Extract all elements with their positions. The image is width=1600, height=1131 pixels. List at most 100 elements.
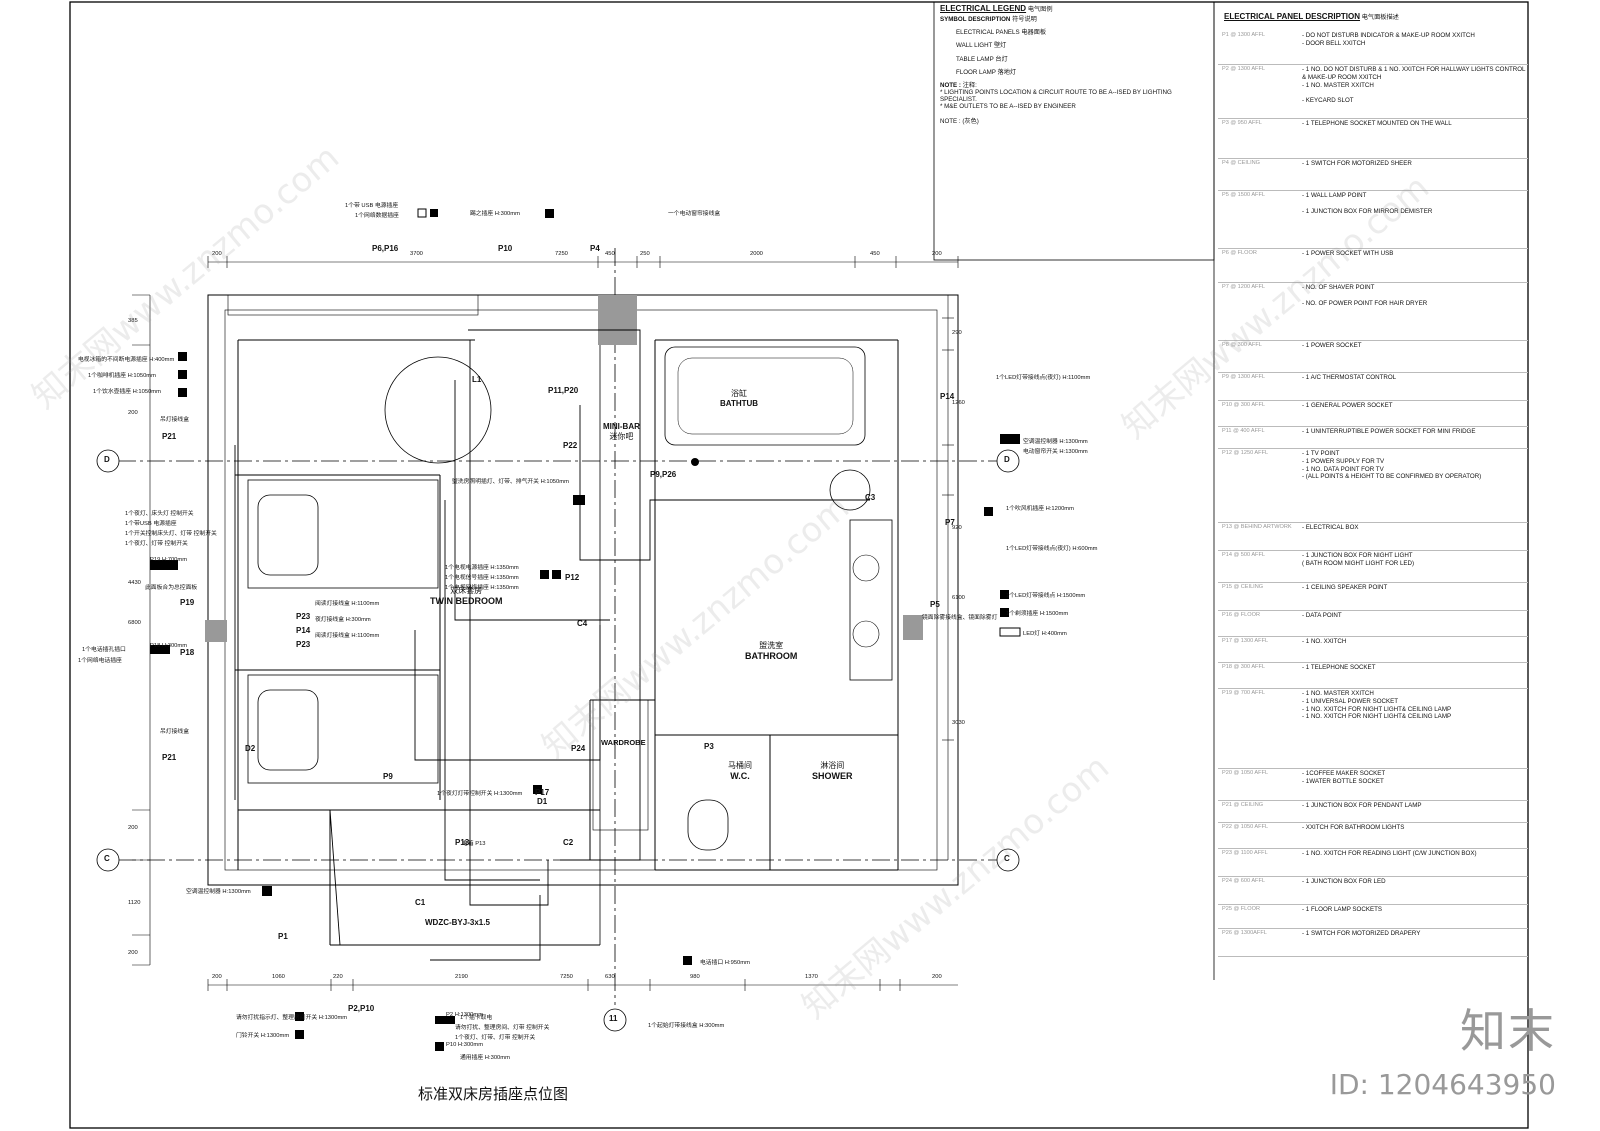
panel-code: P2 @ 1300 AFFL (1222, 66, 1265, 72)
legend-title-cn: 电气图例 (1027, 6, 1053, 13)
panel-code: P8 @ 300 AFFL (1222, 342, 1262, 348)
note-label: 1个饮水壶插座 H:1050mm (93, 389, 161, 395)
panel-row: P23 @ 1100 AFFL- 1 NO. XXITCH FOR READIN… (1218, 848, 1528, 877)
column-block (903, 615, 923, 640)
wiring (234, 329, 870, 961)
device-tag: P14 (296, 626, 311, 635)
dimension-label: 1120 (128, 900, 141, 906)
note-label: 吊灯接线盒 (160, 729, 189, 735)
panel-code: P17 @ 1300 AFFL (1222, 638, 1269, 644)
device-tag: P11,P20 (548, 386, 579, 395)
note-label: 1个带USB 电源插座 (125, 521, 177, 527)
note-label: 请勿打扰、整理房间、灯带 控制开关 (455, 1025, 550, 1031)
device-tag: P3 (704, 742, 714, 751)
dimension-label: 220 (333, 974, 343, 980)
panel-row: P19 @ 700 AFFL- 1 NO. MASTER XXITCH - 1 … (1218, 688, 1528, 769)
symbol-heading-cn: 符号说明 (1012, 16, 1037, 24)
panel-code: P4 @ CEILING (1222, 160, 1261, 166)
dimension-left (132, 294, 151, 966)
panel-row: P9 @ 1300 AFFL- 1 A/C THERMOSTAT CONTROL (1218, 372, 1528, 401)
panel-row: P26 @ 1300AFFL - 1 SWITCH FOR MOTORIZED D… (1218, 928, 1528, 957)
panel-desc: - DATA POINT (1302, 612, 1342, 619)
walls (207, 294, 959, 946)
dimension-label: 450 (870, 251, 880, 257)
panel-desc: - ELECTRICAL BOX (1302, 524, 1359, 531)
panel-row: P5 @ 1500 AFFL- 1 WALL LAMP POINT - 1 JU… (1218, 190, 1528, 249)
note-label: 1个夜灯、灯带 控制开关 (125, 541, 188, 547)
panel-row: P14 @ 500 AFFL- 1 JUNCTION BOX FOR NIGHT… (1218, 550, 1528, 583)
panel-desc: - 1 POWER SOCKET WITH USB (1302, 250, 1394, 257)
legend-note: * LIGHTING POINTS LOCATION & CIRCUIT ROU… (940, 88, 1172, 104)
bathtub (664, 346, 866, 446)
panel-row: P13 @ BEHIND ARTWORK - ELECTRICAL BOX (1218, 522, 1528, 551)
panel-code: P18 @ 300 AFFL (1222, 664, 1265, 670)
beds (247, 479, 439, 784)
device-tag: P18 (180, 648, 195, 657)
device-tag: P23 (296, 612, 311, 621)
panel-code: P24 @ 600 AFFL (1222, 878, 1265, 884)
panel-code: P26 @ 1300AFFL (1222, 930, 1267, 936)
device-tag: P5 (930, 600, 940, 609)
panel-row: P21 @ CEILING- 1 JUNCTION BOX FOR PENDAN… (1218, 800, 1528, 823)
panel-row: P24 @ 600 AFFL - 1 JUNCTION BOX FOR LED (1218, 876, 1528, 905)
note-label: 1个夜灯、床头灯 控制开关 (125, 511, 194, 517)
panel-desc: - 1 GENERAL POWER SOCKET (1302, 402, 1393, 409)
panel-desc: - 1 NO. DO NOT DISTURB & 1 NO. XXITCH FO… (1302, 66, 1526, 104)
note-label: 1个网络数据插座 (355, 213, 399, 219)
column-block (598, 295, 637, 345)
dimension-label: 7250 (560, 974, 573, 980)
note-label: 1个起始灯带接线盒 H:300mm (648, 1023, 725, 1029)
dimension-label: 200 (932, 974, 942, 980)
note-label: 门铃开关 H:1300mm (236, 1033, 290, 1039)
dimension-label: 200 (128, 410, 138, 416)
panel-desc: - 1 SWITCH FOR MOTORIZED SHEER (1302, 160, 1412, 167)
symbol-heading: SYMBOL DESCRIPTION (940, 16, 1011, 24)
panel-row: P20 @ 1050 AFFL- 1COFFEE MAKER SOCKET - … (1218, 768, 1528, 801)
panel-desc: - 1 NO. MASTER XXITCH - 1 UNIVERSAL POWE… (1302, 690, 1452, 721)
grid-label-11: 11 (609, 1014, 618, 1023)
device-tag: P7 (945, 518, 955, 527)
panel-desc: - 1 SWITCH FOR MOTORIZED DRAPERY (1302, 930, 1421, 937)
panel-code: P10 @ 300 AFFL (1222, 402, 1265, 408)
note-label: 空调温控制器 H:1300mm (186, 889, 251, 895)
device-tag: C3 (865, 493, 876, 502)
note-label: 1个LED灯带接线点(夜灯) H:1100mm (996, 375, 1091, 381)
legend-title: ELECTRICAL LEGEND (940, 4, 1027, 13)
note-label: 1个夜灯、灯带、灯带 控制开关 (455, 1035, 536, 1041)
device-tag: P19 (180, 598, 195, 607)
panel-code: P5 @ 1500 AFFL (1222, 192, 1265, 198)
round-table (829, 469, 871, 511)
panel-row: P4 @ CEILING - 1 SWITCH FOR MOTORIZED SHE… (1218, 158, 1528, 191)
note-label: 夜灯接线盒 H:300mm (315, 617, 371, 623)
grid-bubble-d-right (996, 449, 1020, 473)
device-tag: P21 (162, 753, 177, 762)
dimension-label: 630 (605, 974, 615, 980)
wardrobe (592, 699, 649, 831)
note-label: 阅读灯接线盒 H:1100mm (315, 633, 380, 639)
device-tag: P23 (296, 640, 311, 649)
panel-desc: - 1 JUNCTION BOX FOR LED (1302, 878, 1386, 885)
note-label: 1个电话插孔插口 (82, 647, 126, 653)
panel-code: P13 @ BEHIND ARTWORK (1222, 524, 1292, 530)
grid-bubble-11 (603, 1008, 627, 1032)
device-tag: P21 (162, 432, 177, 441)
legend-symbol-row: TABLE LAMP 台灯 (956, 55, 1008, 63)
device-tag: P2,P10 (348, 1004, 375, 1013)
panel-code: P11 @ 400 AFFL (1222, 428, 1265, 434)
grid-bubble-c-right (996, 848, 1020, 872)
note-label: 电话插口 H:950mm (700, 960, 750, 966)
dimension-label: 6800 (128, 620, 141, 626)
note-label: 电箱 P13 (462, 841, 486, 847)
note-label: 1个开关控制床头灯、灯带 控制开关 (125, 531, 217, 537)
panel-code: P16 @ FLOOR (1222, 612, 1261, 618)
panel-code: P22 @ 1050 AFFL (1222, 824, 1269, 830)
panel-row: P15 @ CEILING- 1 CEILING SPEAKER POINT (1218, 582, 1528, 611)
legend-symbol-row: FLOOR LAMP 落地灯 (956, 68, 1017, 76)
note-label: 一个电动窗帘接线盒 (668, 211, 721, 217)
